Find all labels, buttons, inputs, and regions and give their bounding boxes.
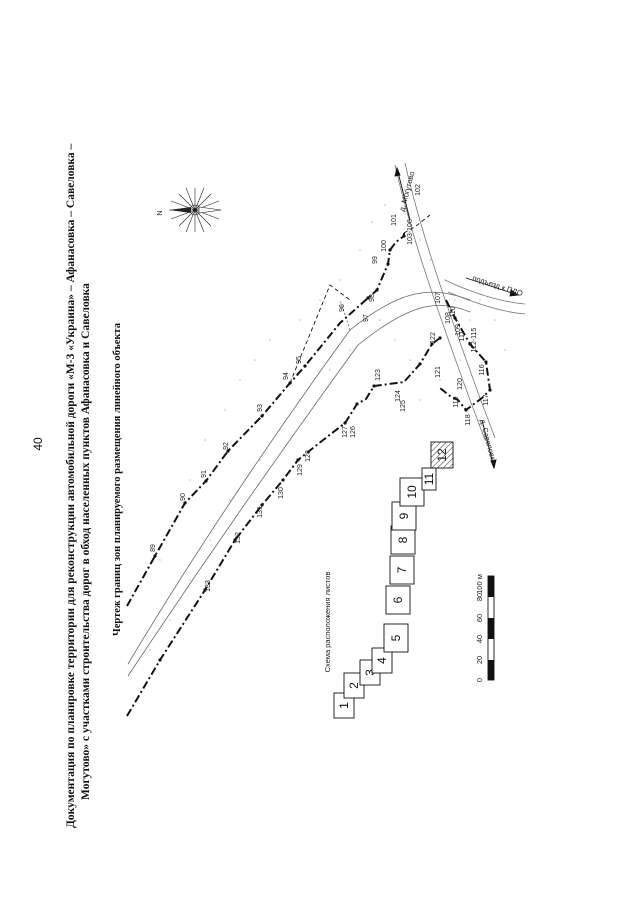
boundary-point-label: 109: [455, 324, 462, 336]
scale-bar: [487, 575, 495, 681]
boundary-point-label: 121: [435, 366, 442, 378]
boundary-point-label: 128: [305, 450, 312, 462]
drawing-title: Чертеж границ зон планируемого размещени…: [112, 322, 123, 636]
boundary-point-label: 126: [350, 426, 357, 438]
boundary-point-label: 90: [180, 493, 187, 501]
direction-arrows: [394, 166, 520, 470]
zone-boundary-upper: [126, 233, 405, 607]
scale-tick-label: 60: [475, 614, 484, 622]
zone-boundary-upper-dashed: [289, 214, 431, 384]
main-road: [127, 291, 471, 677]
sheet-number: 3: [363, 669, 377, 676]
boundary-point-label: 96: [339, 304, 346, 312]
sheet-number: 1: [337, 702, 351, 709]
sheet-number: 9: [397, 512, 411, 519]
boundary-point-label: 133: [205, 580, 212, 592]
boundary-point-label: 100: [381, 240, 388, 252]
boundary-point-label: 112-115: [471, 328, 478, 353]
page-number: 40: [31, 437, 45, 451]
sheet-number: 2: [347, 682, 361, 689]
boundary-point-label: 93: [257, 404, 264, 412]
boundary-point-label: 92: [223, 442, 230, 450]
boundary-point-label: 99: [372, 256, 379, 264]
sheet-box: [385, 585, 411, 615]
compass-rose-icon: [169, 187, 222, 233]
boundary-point-label: 110: [450, 306, 457, 317]
boundary-point-label: 124: [395, 390, 402, 402]
scale-tick-label: 20: [475, 656, 484, 664]
scale-tick-label: 40: [475, 635, 484, 643]
scale-tick-label: 0: [475, 678, 484, 682]
boundary-point-label: 89: [150, 544, 157, 552]
sheet-number: 8: [396, 536, 410, 543]
boundary-point-label: 116: [479, 364, 486, 375]
sheet-box: [343, 672, 365, 699]
boundary-point-label: 97: [363, 314, 370, 322]
boundary-point-label: 94: [283, 372, 290, 380]
boundary-point-label: 119: [453, 396, 460, 407]
sheet-layout-caption: Схема расположения листов: [323, 572, 332, 673]
boundary-point-label: 102: [415, 184, 422, 196]
sheet-box: [430, 441, 454, 469]
boundary-point-label: 125: [400, 400, 407, 412]
sheet-box: [399, 477, 425, 507]
sheet-box: [421, 467, 437, 491]
boundary-point-label: 98: [369, 294, 376, 302]
boundary-point-label: 122: [430, 332, 437, 344]
sheet-number: 6: [391, 596, 405, 603]
boundary-point-label: 132: [235, 532, 242, 544]
boundary-point-label: 123: [375, 369, 382, 381]
boundary-point-label: 103-106: [407, 219, 414, 245]
scale-tick-label: 100 м: [475, 574, 484, 594]
boundary-point-label: 120: [457, 378, 464, 390]
sheet-box: [391, 501, 417, 531]
document-title-line-2: Могутово» с участками строительства доро…: [80, 283, 92, 800]
sheet-number: 4: [375, 657, 389, 664]
sheet-number: 11: [422, 472, 436, 485]
sheet-box: [371, 647, 393, 674]
sheet-number: 7: [395, 566, 409, 573]
boundary-point-label: 101: [391, 214, 398, 226]
boundary-point-label: 91: [201, 470, 208, 478]
compass-north-label: N: [155, 210, 164, 215]
label-mogutovo: д. Могутово: [397, 170, 416, 212]
boundary-point-label: 130: [278, 487, 285, 499]
sheet-box: [389, 555, 415, 585]
boundary-point-label: 108: [445, 312, 452, 324]
side-road: [394, 162, 526, 441]
sheet-number: 10: [405, 485, 419, 499]
sheet-box: [390, 525, 416, 555]
boundary-point-label: 117: [483, 394, 490, 405]
scale-tick-label: 80: [475, 593, 484, 601]
boundary-point-markers: [153, 234, 492, 662]
sheet-number: 5: [389, 634, 403, 641]
sheet-box: [383, 623, 409, 653]
label-savelovka: д. Савеловка: [478, 418, 499, 466]
boundary-point-labels: 8990919293949596979899100101102103-10610…: [150, 184, 490, 592]
boundary-point-label: 129: [297, 464, 304, 476]
sheet-number: 12: [435, 448, 449, 462]
boundary-point-label: 111: [459, 331, 466, 342]
boundary-point-label: 107: [435, 292, 442, 304]
boundary-point-label: 95: [296, 356, 303, 364]
boundary-point-label: 127: [342, 426, 349, 438]
document-title-line-1: Документация по планировке территории дл…: [65, 143, 77, 828]
boundary-point-label: 118: [465, 414, 472, 425]
boundary-point-label: 131: [257, 506, 264, 518]
